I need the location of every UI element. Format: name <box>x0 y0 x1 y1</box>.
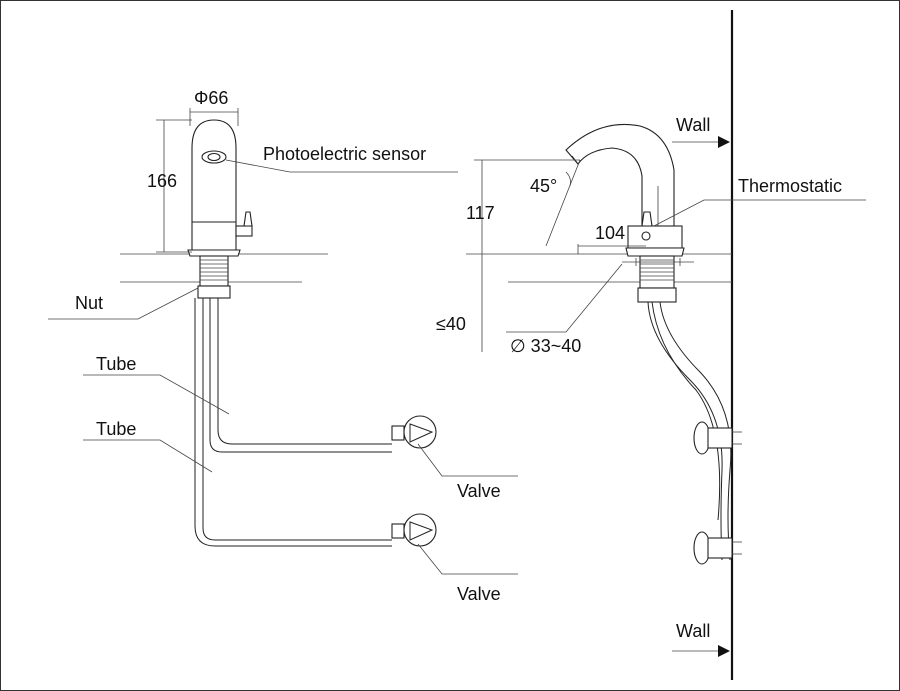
angle-45-marker <box>545 159 581 247</box>
label-angle45: 45° <box>530 176 557 196</box>
hoses-side <box>647 301 732 561</box>
nut-part <box>197 285 231 299</box>
faucet-spout-side <box>565 123 685 257</box>
label-tube-lower: Tube <box>96 419 136 439</box>
label-photoelectric-sensor: Photoelectric sensor <box>263 144 426 164</box>
wall-connector-upper <box>693 421 742 455</box>
thermostatic-knob <box>627 225 683 249</box>
label-valve-lower: Valve <box>457 584 501 604</box>
leader-photoelectric-sensor <box>225 159 458 173</box>
leader-thermostatic <box>653 199 866 227</box>
dimension-phi66 <box>189 108 239 126</box>
label-wall-bottom: Wall <box>676 621 710 641</box>
valve-upper-icon <box>403 415 437 449</box>
front-view: Φ66 166 Photoelectric sensor Nut Tube Tu… <box>48 88 518 604</box>
leader-valve-upper <box>417 443 518 477</box>
wall-connector-lower <box>693 531 742 565</box>
label-166: 166 <box>147 171 177 191</box>
dimension-33-40 <box>506 258 694 333</box>
faucet-body-front <box>187 119 253 257</box>
label-phi66: Φ66 <box>194 88 228 108</box>
leader-nut <box>48 287 199 320</box>
label-thermostatic: Thermostatic <box>738 176 842 196</box>
label-wall-top: Wall <box>676 115 710 135</box>
threaded-shank-front <box>197 255 231 299</box>
valve-lower-icon <box>403 513 437 547</box>
leader-tube-upper <box>83 374 230 415</box>
label-le40: ≤40 <box>436 314 466 334</box>
label-117: 117 <box>466 203 495 223</box>
leader-valve-lower <box>417 543 518 575</box>
label-nut: Nut <box>75 293 103 313</box>
label-33-40: ∅ 33~40 <box>510 336 581 356</box>
wall-bottom-arrow-icon <box>718 645 730 657</box>
side-view: 117 45° 104 ≤40 ∅ 33~40 Thermostatic <box>436 10 866 680</box>
tubes-front <box>194 298 405 547</box>
threaded-shank-side <box>637 255 677 303</box>
label-104: 104 <box>595 223 625 243</box>
dimension-104 <box>577 244 646 254</box>
dimension-117 <box>474 159 580 254</box>
wall-top-arrow-icon <box>718 136 730 148</box>
leader-tube-lower <box>83 439 213 473</box>
dimension-166 <box>156 119 192 253</box>
label-tube-upper: Tube <box>96 354 136 374</box>
label-valve-upper: Valve <box>457 481 501 501</box>
